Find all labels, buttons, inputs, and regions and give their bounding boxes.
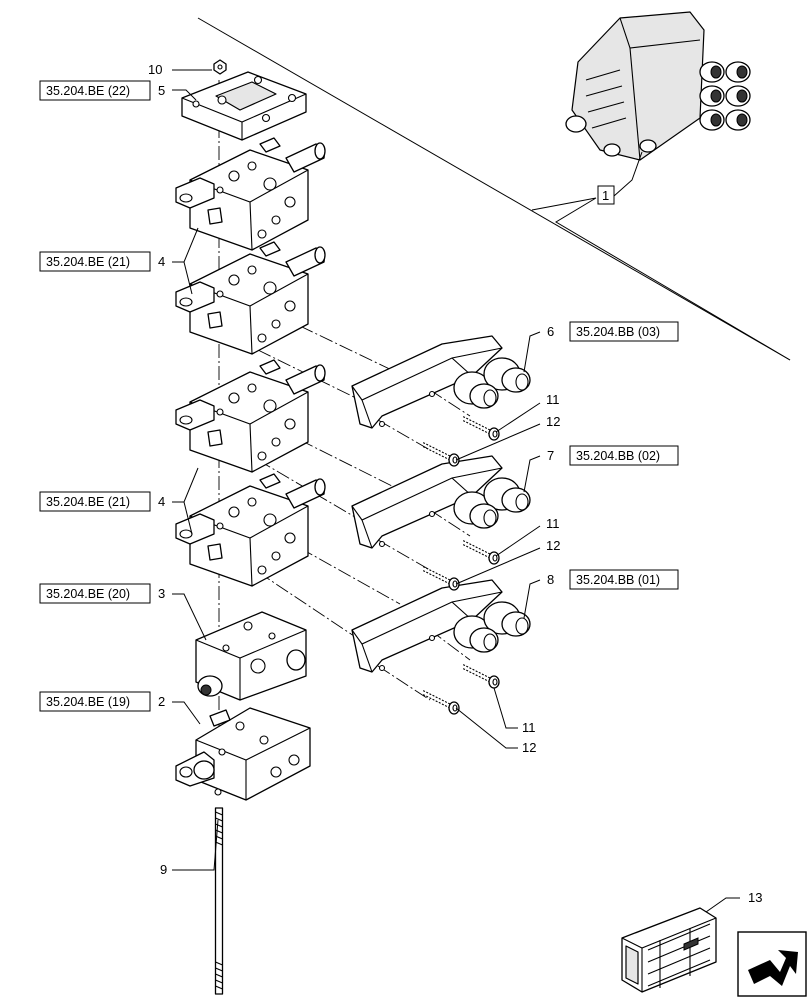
callout-12-b: 12 [546, 538, 560, 553]
callout-numbers: 10 5 4 4 3 2 9 6 7 8 11 12 11 12 11 12 1… [148, 62, 762, 905]
nut-part-10 [213, 59, 227, 75]
ref-box-be-19[interactable]: 35.204.BE (19) [39, 691, 151, 712]
callout-8: 8 [547, 572, 554, 587]
screw-part-12-b [421, 565, 460, 591]
tie-rod-part-9 [214, 807, 224, 995]
callout-6: 6 [547, 324, 554, 339]
inlet-section-part-2 [175, 707, 311, 801]
screw-part-11-b [461, 539, 500, 565]
valve-section-part-3 [195, 611, 307, 701]
next-page-arrow-icon[interactable] [737, 931, 807, 997]
ref-box-be-21-lower[interactable]: 35.204.BE (21) [39, 491, 151, 512]
svg-text:35.204.BB (03): 35.204.BB (03) [576, 325, 660, 339]
coupler-part-7 [351, 455, 531, 549]
valve-section-part-4-d [175, 473, 326, 587]
svg-text:35.204.BB (02): 35.204.BB (02) [576, 449, 660, 463]
callout-10: 10 [148, 62, 162, 77]
callout-5: 5 [158, 83, 165, 98]
ref-box-be-22[interactable]: 35.204.BE (22) [39, 80, 151, 101]
callout-13: 13 [748, 890, 762, 905]
svg-text:35.204.BE (19): 35.204.BE (19) [46, 695, 130, 709]
screw-part-12-c [421, 689, 460, 715]
callout-12-c: 12 [522, 740, 536, 755]
screw-part-12-a [421, 441, 460, 467]
shipping-crate-icon [621, 907, 717, 993]
svg-text:35.204.BE (21): 35.204.BE (21) [46, 255, 130, 269]
valve-section-part-4-a [175, 137, 326, 251]
callout-11-c: 11 [522, 720, 536, 735]
leader-lines [172, 69, 740, 913]
callout-7: 7 [547, 448, 554, 463]
svg-text:35.204.BB (01): 35.204.BB (01) [576, 573, 660, 587]
callout-2: 2 [158, 694, 165, 709]
coupler-part-6 [351, 335, 531, 429]
assembly-indicator-line [531, 197, 791, 361]
assembled-valve-block [565, 11, 751, 161]
callout-12-a: 12 [546, 414, 560, 429]
valve-section-part-4-b [175, 241, 326, 355]
svg-text:35.204.BE (20): 35.204.BE (20) [46, 587, 130, 601]
screw-part-11-c [461, 663, 500, 689]
end-cover-plate-part-5 [181, 71, 307, 141]
valve-section-part-4-c [175, 359, 326, 473]
svg-text:35.204.BE (22): 35.204.BE (22) [46, 84, 130, 98]
ref-box-be-20[interactable]: 35.204.BE (20) [39, 583, 151, 604]
callout-9: 9 [160, 862, 167, 877]
callout-11-b: 11 [546, 516, 560, 531]
ref-box-be-21-upper[interactable]: 35.204.BE (21) [39, 251, 151, 272]
callout-4-lower: 4 [158, 494, 165, 509]
section-boundary-line [197, 17, 791, 361]
callout-11-a: 11 [546, 392, 560, 407]
callout-1: 1 [602, 188, 609, 203]
screw-part-11-a [461, 415, 500, 441]
ref-box-bb-03[interactable]: 35.204.BB (03) [569, 321, 679, 342]
svg-text:35.204.BE (21): 35.204.BE (21) [46, 495, 130, 509]
ref-box-bb-02[interactable]: 35.204.BB (02) [569, 445, 679, 466]
callout-4-upper: 4 [158, 254, 165, 269]
boxed-callout-1: 1 [597, 185, 615, 205]
coupler-part-8 [351, 579, 531, 673]
ref-box-bb-01[interactable]: 35.204.BB (01) [569, 569, 679, 590]
callout-3: 3 [158, 586, 165, 601]
